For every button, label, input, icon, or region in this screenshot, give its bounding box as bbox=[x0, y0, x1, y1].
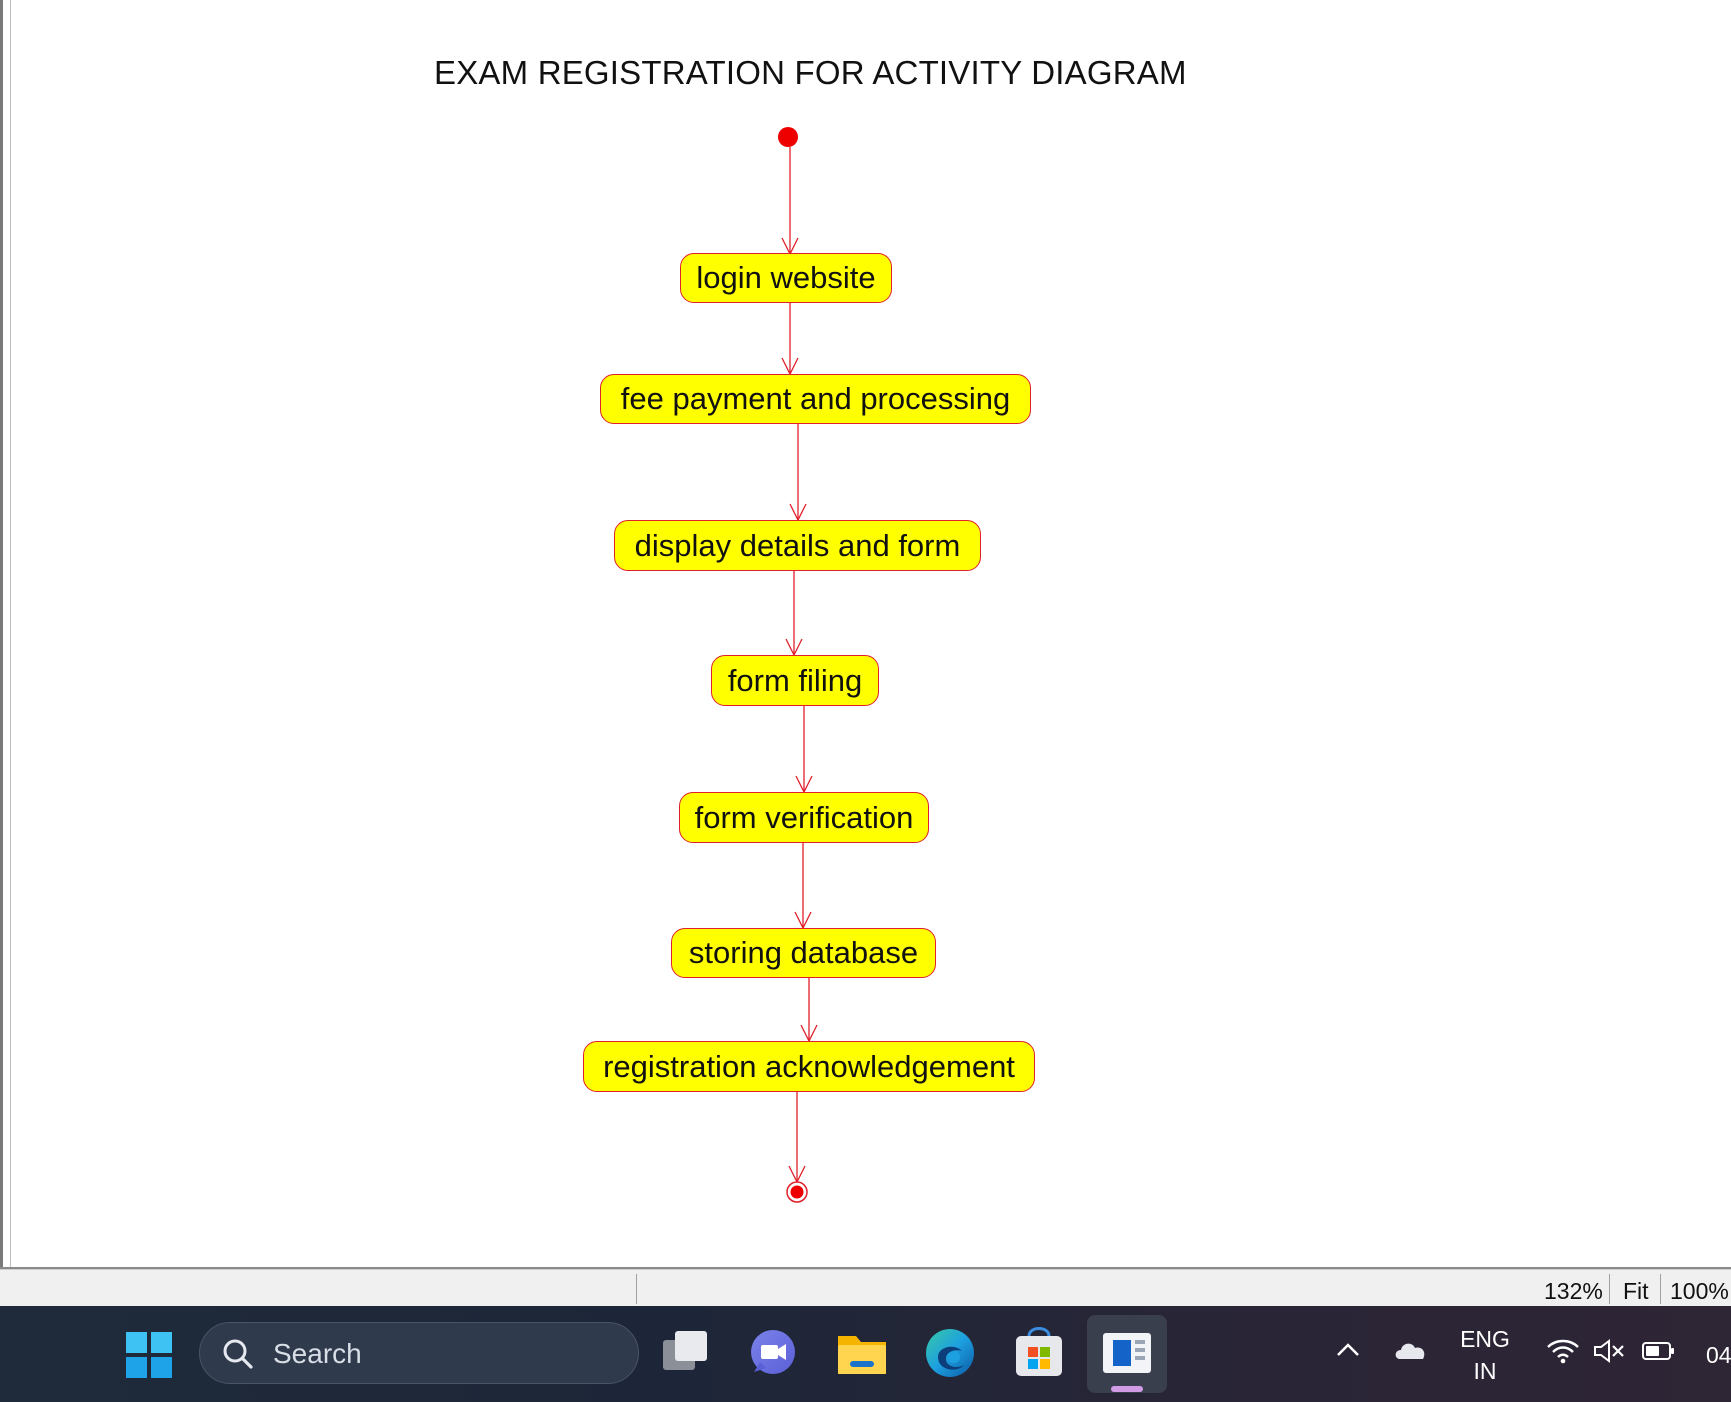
activity-form-verification[interactable]: form verification bbox=[679, 792, 929, 843]
diagram-canvas[interactable]: EXAM REGISTRATION FOR ACTIVITY DIAGRAM bbox=[0, 0, 1731, 1268]
zoom-actual-button[interactable]: 100% bbox=[1670, 1278, 1729, 1304]
activity-fee-payment[interactable]: fee payment and processing bbox=[600, 374, 1031, 424]
canvas-bottom-border bbox=[0, 1267, 1731, 1269]
language-region[interactable]: IN bbox=[1473, 1358, 1497, 1384]
activity-storing-database[interactable]: storing database bbox=[671, 928, 936, 978]
status-separator bbox=[1609, 1274, 1610, 1304]
windows-logo-icon[interactable] bbox=[126, 1332, 172, 1378]
file-explorer-icon[interactable] bbox=[836, 1328, 888, 1378]
volume-muted-icon[interactable] bbox=[1592, 1338, 1626, 1364]
meet-chat-icon[interactable] bbox=[748, 1328, 800, 1380]
onedrive-cloud-icon[interactable] bbox=[1393, 1339, 1429, 1361]
active-app-indicator bbox=[1111, 1386, 1143, 1392]
language-code[interactable]: ENG bbox=[1460, 1326, 1510, 1352]
status-bar: 132% Fit 100% bbox=[0, 1269, 1731, 1306]
zoom-level: 132% bbox=[1544, 1278, 1603, 1304]
taskbar-search-box[interactable]: Search bbox=[199, 1322, 639, 1384]
task-view-icon[interactable] bbox=[660, 1328, 712, 1376]
search-icon bbox=[223, 1339, 253, 1369]
edge-browser-icon[interactable] bbox=[924, 1327, 976, 1379]
wifi-icon[interactable] bbox=[1546, 1337, 1580, 1365]
microsoft-store-icon[interactable] bbox=[1013, 1324, 1065, 1380]
clock-time[interactable]: 04 bbox=[1706, 1342, 1731, 1368]
chevron-up-icon[interactable] bbox=[1334, 1339, 1362, 1359]
search-placeholder: Search bbox=[273, 1338, 362, 1369]
activity-display-details[interactable]: display details and form bbox=[614, 520, 981, 571]
diagram-title: EXAM REGISTRATION FOR ACTIVITY DIAGRAM bbox=[434, 54, 1187, 91]
active-app-icon[interactable] bbox=[1101, 1331, 1153, 1377]
activity-form-filing[interactable]: form filing bbox=[711, 655, 879, 706]
status-separator bbox=[1660, 1274, 1661, 1304]
battery-icon[interactable] bbox=[1641, 1340, 1677, 1362]
canvas-border-line bbox=[10, 0, 11, 1268]
activity-registration-acknowledgement[interactable]: registration acknowledgement bbox=[583, 1041, 1035, 1092]
activity-login-website[interactable]: login website bbox=[680, 253, 892, 303]
zoom-fit-button[interactable]: Fit bbox=[1623, 1278, 1649, 1304]
status-separator bbox=[636, 1274, 637, 1304]
taskbar: Search bbox=[0, 1306, 1731, 1402]
start-node bbox=[778, 127, 798, 147]
